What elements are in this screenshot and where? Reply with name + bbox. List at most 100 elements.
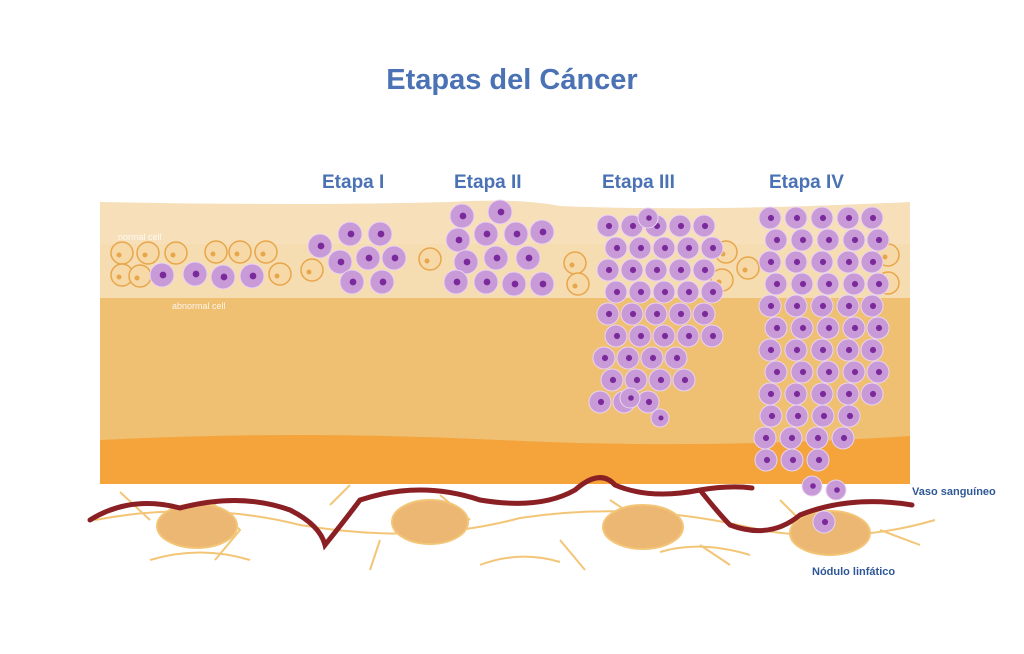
abnormal-cell xyxy=(790,316,814,340)
abnormal-cell xyxy=(810,206,834,230)
abnormal-cell xyxy=(866,360,890,384)
abnormal-cell xyxy=(620,258,644,282)
abnormal-cell xyxy=(676,324,700,348)
abnormal-cell xyxy=(825,479,847,501)
abnormal-cell xyxy=(816,228,840,252)
abnormal-cell xyxy=(842,316,866,340)
abnormal-cell xyxy=(616,346,640,370)
abnormal-cell xyxy=(764,360,788,384)
stage-label-4: Etapa IV xyxy=(769,172,844,193)
abnormal-cell xyxy=(307,233,333,259)
abnormal-cell xyxy=(473,269,499,295)
abnormal-cells xyxy=(149,199,890,534)
abnormal-cell xyxy=(692,214,716,238)
normal-cell xyxy=(563,251,587,275)
abnormal-cell xyxy=(664,346,688,370)
abnormal-cell xyxy=(811,404,835,428)
abnormal-cell xyxy=(355,245,381,271)
normal-cell xyxy=(110,263,134,287)
abnormal-cell-label: abnormal cell xyxy=(172,301,226,311)
abnormal-cell xyxy=(652,280,676,304)
abnormal-cell xyxy=(648,368,672,392)
abnormal-cell xyxy=(337,221,363,247)
abnormal-cell xyxy=(754,448,778,472)
abnormal-cell xyxy=(810,250,834,274)
abnormal-cell xyxy=(604,236,628,260)
abnormal-cell xyxy=(758,206,782,230)
abnormal-cell xyxy=(836,294,860,318)
abnormal-cell xyxy=(790,360,814,384)
abnormal-cell xyxy=(182,261,208,287)
abnormal-cell xyxy=(619,387,641,409)
abnormal-cell xyxy=(483,245,509,271)
abnormal-cell xyxy=(381,245,407,271)
abnormal-cell xyxy=(501,271,527,297)
abnormal-cell xyxy=(790,272,814,296)
abnormal-cell xyxy=(836,206,860,230)
abnormal-cell xyxy=(339,269,365,295)
normal-cell xyxy=(164,241,188,265)
abnormal-cell xyxy=(784,338,808,362)
abnormal-cell xyxy=(785,404,809,428)
abnormal-cell xyxy=(758,294,782,318)
abnormal-cell xyxy=(692,302,716,326)
abnormal-cell xyxy=(806,448,830,472)
abnormal-cell xyxy=(860,382,884,406)
stage-label-3: Etapa III xyxy=(602,172,675,193)
abnormal-cell xyxy=(810,338,834,362)
dermis-layer xyxy=(100,298,910,448)
normal-cell xyxy=(128,264,152,288)
abnormal-cell xyxy=(592,346,616,370)
abnormal-cell xyxy=(759,404,783,428)
abnormal-cell xyxy=(676,280,700,304)
abnormal-cell xyxy=(644,258,668,282)
abnormal-cell xyxy=(784,206,808,230)
abnormal-cell xyxy=(836,250,860,274)
abnormal-cell xyxy=(628,324,652,348)
abnormal-cell xyxy=(812,510,836,534)
abnormal-cell xyxy=(503,221,529,247)
abnormal-cell xyxy=(700,236,724,260)
abnormal-cell xyxy=(596,258,620,282)
abnormal-cell xyxy=(810,294,834,318)
normal-cell-label: normal cell xyxy=(118,232,162,242)
abnormal-cell xyxy=(367,221,393,247)
abnormal-cell xyxy=(515,245,541,271)
abnormal-cell xyxy=(700,324,724,348)
abnormal-cell xyxy=(866,272,890,296)
abnormal-cell xyxy=(831,426,855,450)
abnormal-cell xyxy=(816,316,840,340)
normal-cell xyxy=(268,262,292,286)
normal-cell xyxy=(110,241,134,265)
abnormal-cell xyxy=(443,269,469,295)
abnormal-cell xyxy=(604,324,628,348)
lymph-node xyxy=(391,499,469,545)
lymph-node xyxy=(156,503,238,549)
abnormal-cell xyxy=(836,338,860,362)
abnormal-cell xyxy=(764,272,788,296)
abnormal-cell xyxy=(596,214,620,238)
abnormal-cell xyxy=(369,269,395,295)
abnormal-cell xyxy=(449,203,475,229)
abnormal-cell xyxy=(652,324,676,348)
abnormal-cell xyxy=(668,214,692,238)
abnormal-cell xyxy=(700,280,724,304)
abnormal-cell xyxy=(668,302,692,326)
stage-label-2: Etapa II xyxy=(454,172,522,193)
abnormal-cell xyxy=(529,271,555,297)
abnormal-cell xyxy=(210,264,236,290)
abnormal-cell xyxy=(753,426,777,450)
abnormal-cell xyxy=(758,382,782,406)
normal-cell xyxy=(136,241,160,265)
lymph-node xyxy=(602,504,684,550)
lymph-node xyxy=(789,510,871,556)
abnormal-cell xyxy=(668,258,692,282)
abnormal-cell xyxy=(837,404,861,428)
abnormal-cell xyxy=(836,382,860,406)
abnormal-cell xyxy=(842,360,866,384)
abnormal-cell xyxy=(644,302,668,326)
abnormal-cell xyxy=(596,302,620,326)
normal-cell xyxy=(228,240,252,264)
